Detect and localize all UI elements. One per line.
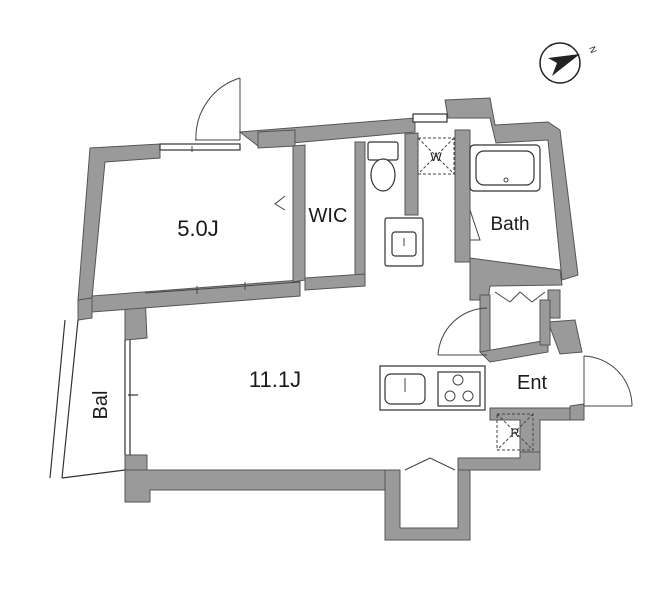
balcony-label: Bal bbox=[90, 391, 112, 420]
north-arrow-icon bbox=[548, 54, 580, 76]
compass-north-label: N bbox=[587, 45, 599, 55]
bedroom-label: 5.0J bbox=[177, 216, 219, 241]
fridge-label: R bbox=[511, 426, 520, 440]
bathtub-icon bbox=[469, 144, 541, 192]
fixtures: W R bbox=[367, 113, 541, 451]
washer-icon: W bbox=[417, 137, 455, 175]
balcony bbox=[49, 319, 138, 479]
wash-basin-icon bbox=[384, 217, 424, 267]
room-labels: 5.0J 11.1J WIC Bath Ent Bal bbox=[90, 205, 547, 419]
compass: N bbox=[539, 42, 599, 84]
entrance-label: Ent bbox=[517, 372, 547, 394]
fridge-icon: R bbox=[496, 413, 534, 451]
wic-label: WIC bbox=[309, 205, 348, 227]
living-room-label: 11.1J bbox=[249, 367, 301, 392]
bath-label: Bath bbox=[490, 214, 529, 235]
washer-label: W bbox=[430, 150, 442, 164]
kitchen-counter bbox=[379, 365, 486, 411]
stove-burner-icon bbox=[444, 374, 474, 402]
toilet-icon bbox=[367, 141, 399, 192]
doors bbox=[144, 77, 633, 471]
exterior-walls bbox=[77, 97, 585, 541]
